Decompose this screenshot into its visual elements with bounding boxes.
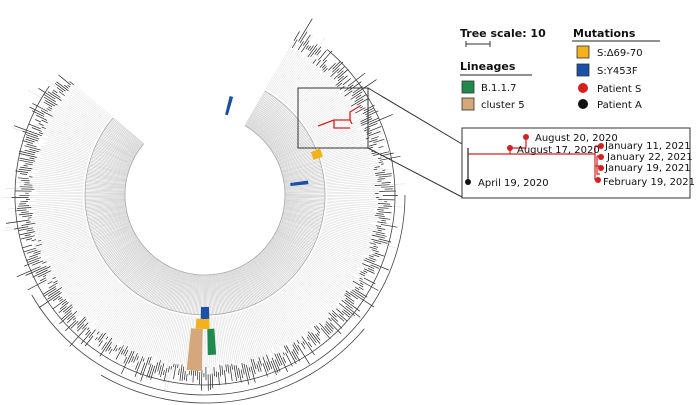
date-label: February 19, 2021 <box>603 177 695 188</box>
red-clade <box>317 105 361 129</box>
lineage-label: B.1.1.7 <box>481 83 516 94</box>
mutation-label: Patient A <box>597 100 642 111</box>
leaf-tips <box>6 18 401 391</box>
y453f-mark <box>290 180 309 187</box>
connector-top <box>367 87 463 145</box>
lineages-title: Lineages <box>460 60 516 73</box>
lineage-label: cluster 5 <box>481 100 525 111</box>
date-label: January 11, 2021 <box>604 141 691 152</box>
patient-a-dot <box>465 179 471 185</box>
ring-highlights <box>186 96 323 371</box>
circular-tree <box>2 18 406 404</box>
mutation-label: Patient S <box>597 84 641 95</box>
node-jan19 <box>598 165 604 171</box>
mutations-legend: Mutations S:Δ69-70 S:Y453F Patient S Pat… <box>572 27 660 111</box>
tree-scale-label: Tree scale: 10 <box>460 27 546 40</box>
date-label: August 20, 2020 <box>535 133 618 144</box>
ring-inner-arc <box>124 125 286 276</box>
date-label: August 17, 2020 <box>517 145 600 156</box>
mutations-title: Mutations <box>573 27 636 40</box>
selection-box <box>297 87 369 149</box>
del6970-band <box>195 318 210 329</box>
date-label: January 19, 2021 <box>604 163 691 174</box>
node-aug20 <box>523 134 529 140</box>
lineages-legend: Lineages B.1.1.7 cluster 5 <box>460 60 532 111</box>
connector-bottom <box>367 147 463 198</box>
mutation-label: S:Δ69-70 <box>597 48 643 59</box>
date-label: April 19, 2020 <box>478 178 549 189</box>
node-jan22 <box>598 154 604 160</box>
node-jan11 <box>598 143 604 149</box>
patient-a-legend-dot <box>578 99 588 109</box>
clade-arc-0 <box>14 49 396 386</box>
cluster5-band <box>186 328 203 371</box>
ring-outer-arc <box>84 90 326 316</box>
del6970-mark <box>310 148 323 160</box>
y453f-swatch <box>576 63 590 77</box>
patient-s-dot <box>578 83 588 93</box>
b117-band <box>207 328 217 355</box>
inset-panel: August 20, 2020 August 17, 2020 January … <box>461 127 695 199</box>
tree-scale: Tree scale: 10 <box>460 27 546 47</box>
cluster5-swatch <box>461 97 475 111</box>
grey-ring <box>84 90 326 316</box>
y453f-mark <box>225 96 234 116</box>
b117-swatch <box>461 80 475 94</box>
node-feb19 <box>595 177 601 183</box>
node-aug17 <box>507 145 513 151</box>
clade-arc-1 <box>31 194 406 396</box>
clade-arc-2 <box>100 328 365 404</box>
del6970-swatch <box>576 45 590 59</box>
y453f-band <box>200 306 210 319</box>
mutation-label: S:Y453F <box>597 66 638 77</box>
date-label: January 22, 2021 <box>606 152 693 163</box>
